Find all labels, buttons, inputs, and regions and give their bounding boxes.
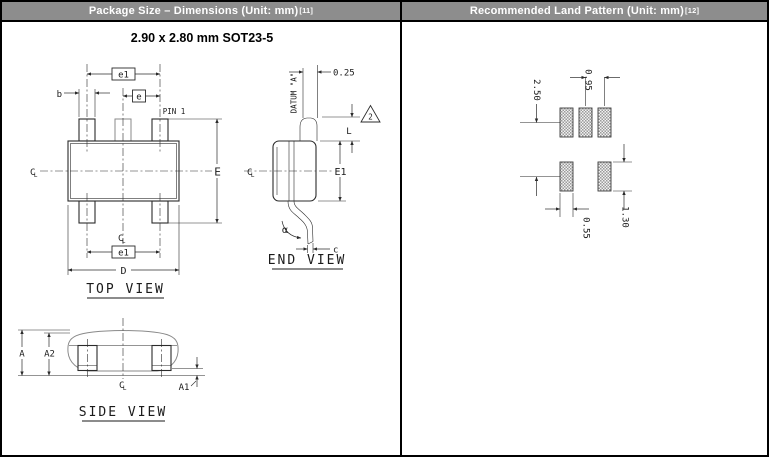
top-view: CL CL b e1	[30, 64, 223, 299]
dim-e1-top: e1	[86, 67, 161, 81]
dim-b: b	[57, 89, 110, 117]
pad-2	[578, 107, 593, 138]
land-pattern-drawing: 0.95 2.50 1.30	[520, 69, 632, 239]
dim-E1-label: E1	[334, 167, 346, 178]
end-view: CL 0.25 DATUM "A" 2	[244, 65, 381, 270]
centerline-symbol: CL	[118, 234, 126, 245]
centerline-symbol: CL	[247, 168, 255, 179]
dim-e-label: e	[136, 93, 141, 103]
datum-a-label: DATUM "A"	[290, 73, 299, 114]
land-pads	[559, 107, 612, 192]
land-pattern-header: Recommended Land Pattern (Unit: mm)[12]	[402, 2, 767, 22]
centerline-symbol: CL	[119, 381, 127, 392]
dim-c-label: c	[333, 246, 338, 256]
pin1-label: PIN 1	[163, 107, 186, 116]
dim-pad-width: 0.55	[545, 193, 591, 239]
dim-pad-width-label: 0.55	[581, 217, 591, 239]
dim-offset-025: 0.25	[289, 65, 355, 118]
dim-offset-label: 0.25	[333, 69, 355, 79]
land-pattern-panel: Recommended Land Pattern (Unit: mm)[12]	[402, 2, 767, 455]
dim-D-label: D	[120, 266, 126, 277]
package-dimensions-header-title: Package Size – Dimensions (Unit: mm)	[88, 5, 299, 17]
dim-row-span-label: 2.50	[531, 79, 541, 101]
package-drawing: 2.90 x 2.80 mm SOT23-5	[16, 31, 381, 422]
side-view: CL A A2	[16, 318, 205, 422]
svg-text:SIDE VIEW: SIDE VIEW	[79, 405, 167, 420]
pad-4	[597, 161, 612, 192]
pad-5	[559, 161, 574, 192]
dim-A2-label: A2	[44, 350, 55, 360]
svg-text:END VIEW: END VIEW	[268, 253, 347, 268]
dim-D: D	[67, 205, 180, 277]
svg-text:TOP VIEW: TOP VIEW	[86, 282, 165, 297]
dim-A: A	[16, 329, 70, 376]
dim-E1: E1	[318, 140, 349, 202]
dim-L-label: L	[346, 127, 351, 137]
dim-E-label: E	[214, 166, 221, 179]
dim-pad-length-label: 1.30	[620, 206, 630, 228]
lead-top-profile	[299, 117, 318, 141]
dim-A1: A1	[172, 357, 203, 393]
dim-alpha: α	[281, 220, 302, 240]
pad-1	[559, 107, 574, 138]
dim-A1-label: A1	[179, 383, 190, 393]
package-dimensions-header: Package Size – Dimensions (Unit: mm)[11]	[2, 2, 400, 22]
dim-c: c	[296, 243, 338, 256]
pad-3	[597, 107, 612, 138]
dim-e1-bottom-label: e1	[118, 249, 129, 259]
dim-pad-pitch: 0.95	[570, 69, 620, 106]
dim-pad-pitch-label: 0.95	[583, 69, 593, 91]
dim-e1-top-label: e1	[118, 71, 129, 81]
package-size-subtitle: 2.90 x 2.80 mm SOT23-5	[131, 31, 273, 45]
end-view-title: END VIEW	[268, 253, 347, 270]
package-dimensions-panel: Package Size – Dimensions (Unit: mm)[11]…	[2, 2, 402, 455]
dim-row-span: 2.50	[520, 79, 560, 196]
dim-alpha-label: α	[282, 225, 288, 236]
flag-note-label: 2	[368, 113, 373, 122]
dim-pad-length: 1.30	[613, 144, 632, 228]
dim-e: e	[122, 89, 161, 103]
dim-A-label: A	[19, 350, 25, 360]
dim-e1-bottom: e1	[86, 245, 161, 259]
side-view-title: SIDE VIEW	[79, 405, 167, 422]
lead-bottom-profile	[287, 200, 314, 245]
dim-b-label: b	[57, 90, 62, 100]
dim-A2: A2	[41, 332, 70, 376]
centerlines	[40, 64, 213, 258]
top-view-title: TOP VIEW	[86, 282, 165, 299]
dim-E: E	[168, 118, 223, 224]
land-pattern-header-title: Recommended Land Pattern (Unit: mm)	[469, 5, 685, 17]
centerline-symbol: CL	[30, 168, 38, 179]
flag-note-2: 2	[360, 104, 381, 123]
